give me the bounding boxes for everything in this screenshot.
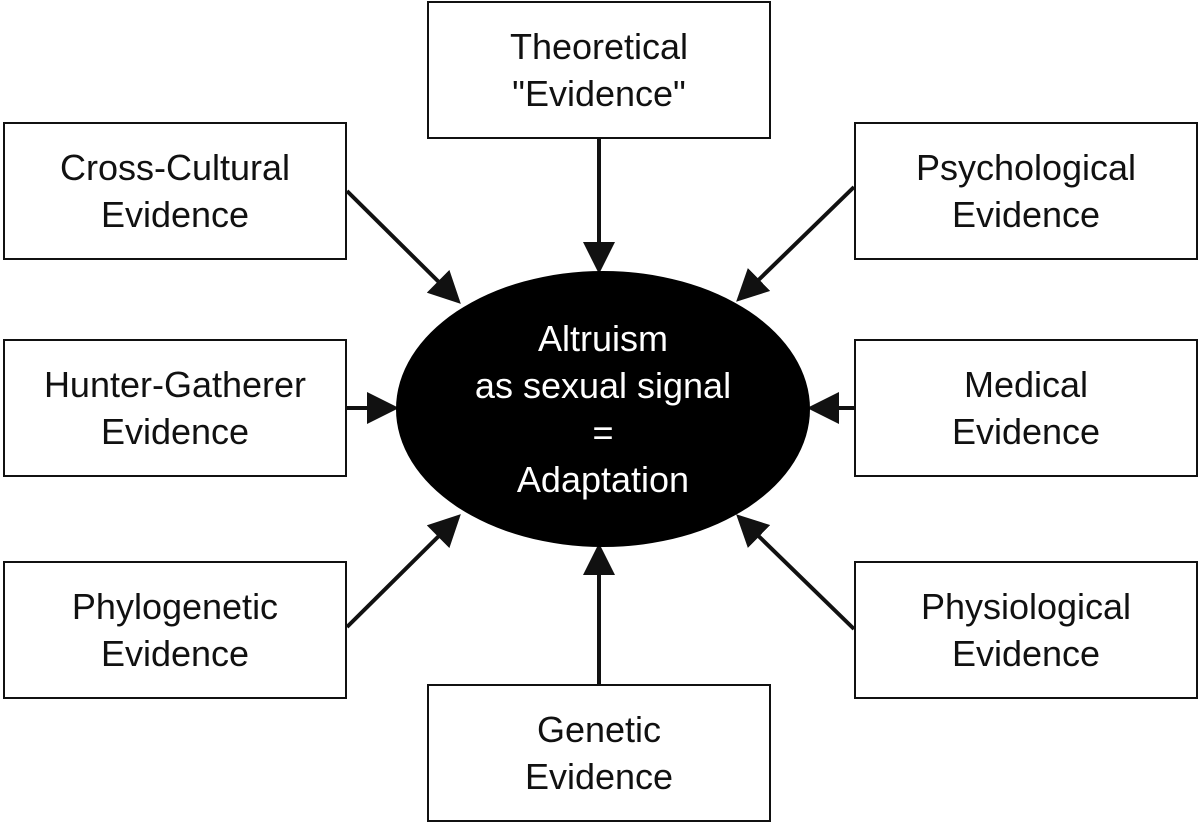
node-label-line-1: Hunter-Gatherer (43, 364, 307, 405)
node-hunter-gatherer-evidence: Hunter-Gatherer Evidence (3, 339, 347, 477)
node-theoretical-evidence: Theoretical "Evidence" (427, 1, 771, 139)
node-label-line-1: Genetic (536, 709, 662, 750)
node-phylogenetic-evidence: Phylogenetic Evidence (3, 561, 347, 699)
node-label-line-1: Phylogenetic (71, 586, 279, 627)
node-label-line-1: Physiological (920, 586, 1132, 627)
arrow-phylogenetic (345, 514, 461, 629)
node-label-line-2: Evidence (524, 756, 674, 797)
arrow-physiological (736, 514, 856, 631)
node-label-line-2: Evidence (100, 194, 250, 235)
node-label-line-2: Evidence (100, 411, 250, 452)
node-psychological-evidence: Psychological Evidence (854, 122, 1198, 260)
node-cross-cultural-evidence: Cross-Cultural Evidence (3, 122, 347, 260)
node-medical-evidence: Medical Evidence (854, 339, 1198, 477)
node-label-line-2: Evidence (951, 194, 1101, 235)
center-line-2: as sexual signal (474, 365, 732, 406)
center-node-adaptation: Altruism as sexual signal = Adaptation (396, 271, 810, 547)
node-genetic-evidence: Genetic Evidence (427, 684, 771, 822)
node-label-line-1: Cross-Cultural (59, 147, 291, 188)
center-line-4: Adaptation (516, 459, 690, 500)
node-label-line-2: "Evidence" (512, 73, 686, 114)
node-label-line-2: Evidence (951, 411, 1101, 452)
node-physiological-evidence: Physiological Evidence (854, 561, 1198, 699)
node-label-line-1: Psychological (915, 147, 1137, 188)
arrow-psychological (736, 185, 856, 302)
node-label-line-2: Evidence (100, 633, 250, 674)
center-line-1: Altruism (537, 318, 668, 359)
center-line-3: = (592, 412, 614, 453)
node-label-line-1: Medical (963, 364, 1089, 405)
node-label-line-2: Evidence (951, 633, 1101, 674)
node-label-line-1: Theoretical (509, 26, 689, 67)
arrow-crosscultural (345, 189, 461, 304)
